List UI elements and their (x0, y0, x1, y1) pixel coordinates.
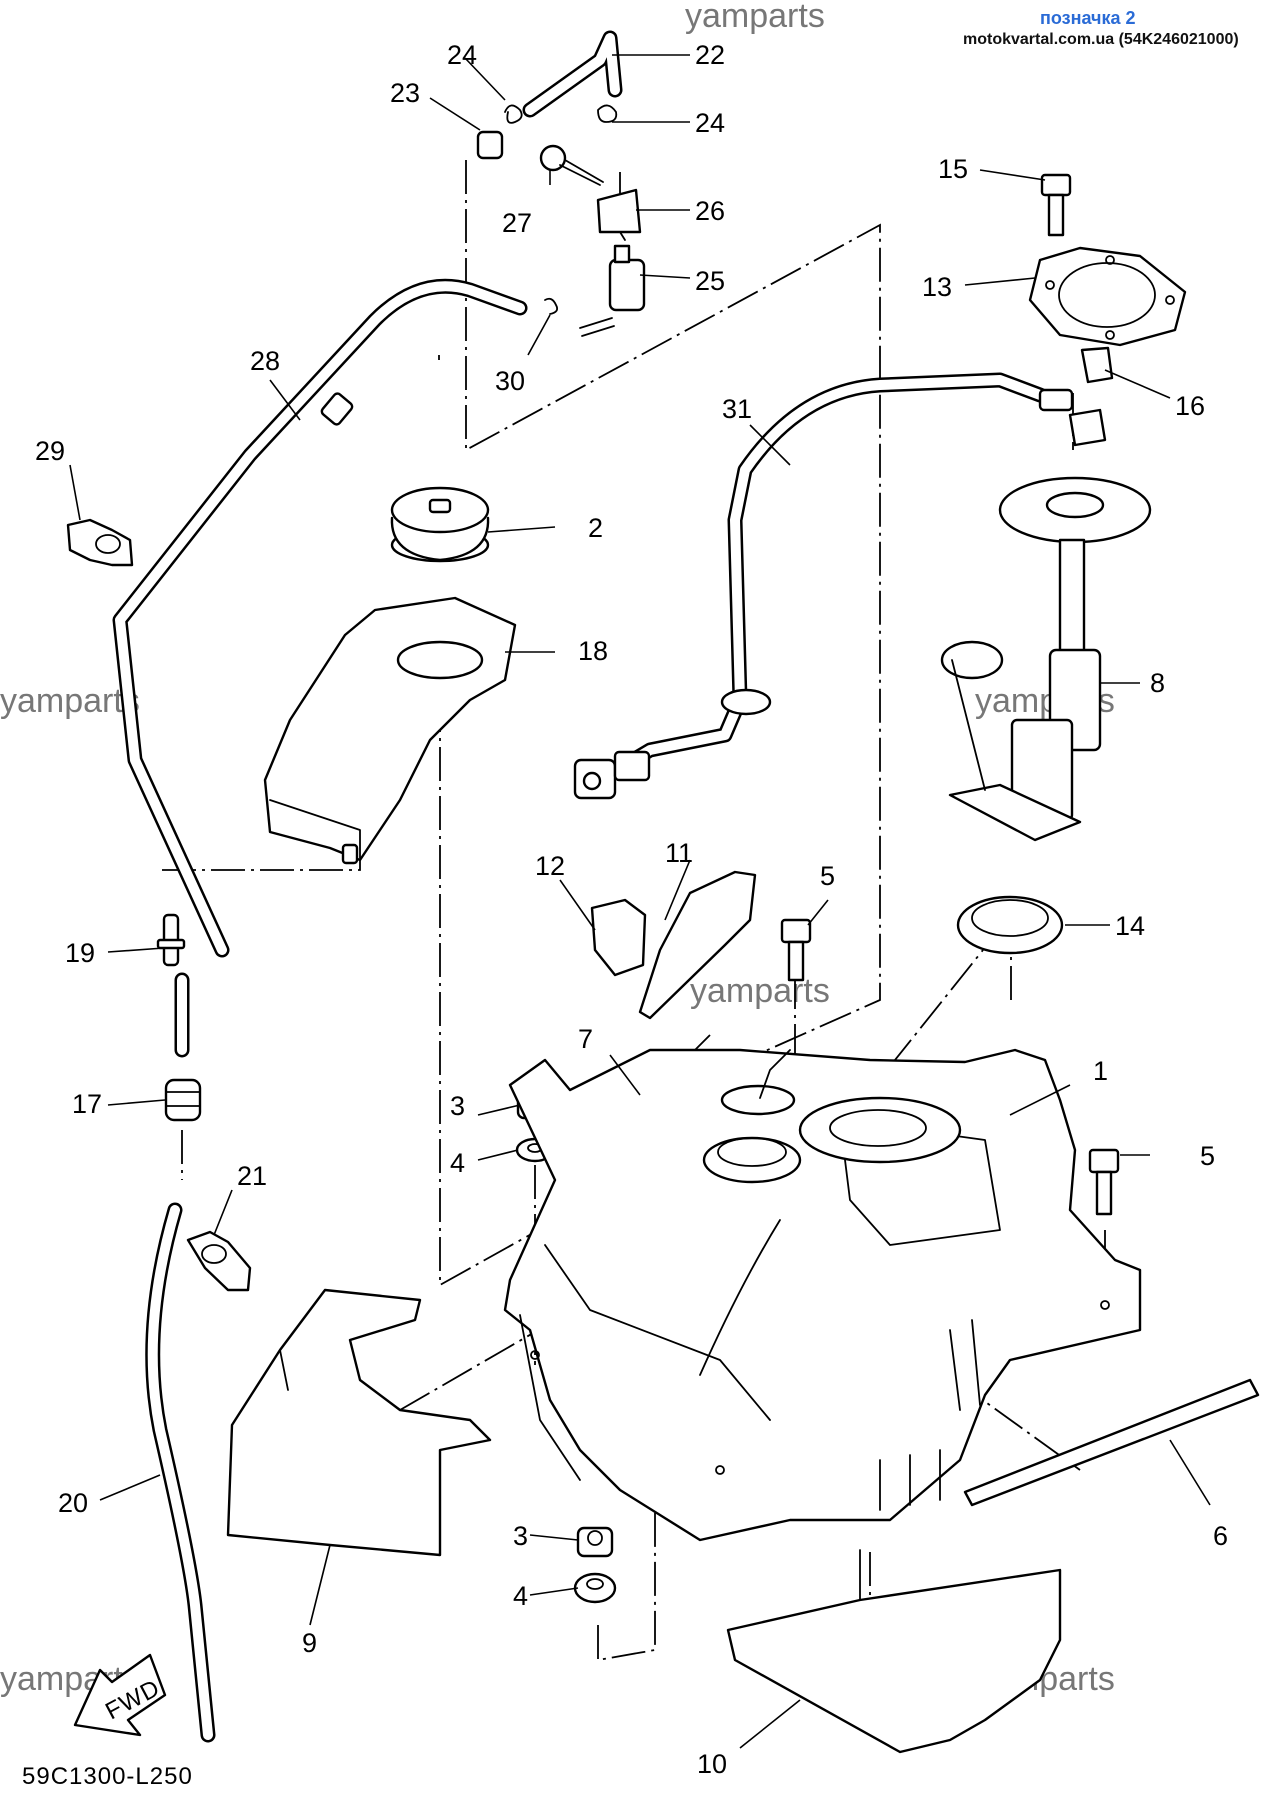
callout-19: 19 (65, 938, 95, 968)
parts-top-cluster (476, 104, 646, 337)
gasket-plate-13 (1028, 246, 1187, 347)
callout-10: 10 (697, 1749, 727, 1779)
clip-12 (590, 898, 647, 977)
joint-19 (156, 913, 186, 967)
callout-11: 11 (665, 838, 693, 868)
fuel-tank-1 (503, 1048, 1142, 1542)
damper-11 (638, 870, 757, 1020)
callout-3: 3 (513, 1521, 528, 1551)
clip-24b (597, 104, 618, 123)
fitting-23 (476, 130, 504, 160)
callout-9: 9 (302, 1628, 317, 1658)
holder-26 (596, 188, 642, 234)
connector-16 (1068, 346, 1114, 447)
callout-7: 7 (578, 1024, 593, 1054)
callout-6: 6 (1213, 1521, 1228, 1551)
strip-6 (963, 1378, 1260, 1507)
callout-18: 18 (578, 636, 608, 666)
fuel-hose-31 (573, 372, 1074, 800)
side-cover-9 (226, 1288, 492, 1557)
clamp-21 (186, 1230, 252, 1292)
watermark: yamparts (690, 972, 830, 1010)
callout-25: 25 (695, 266, 725, 296)
callout-14: 14 (1115, 911, 1145, 941)
callout-15: 15 (938, 154, 968, 184)
grommet-17 (164, 1078, 202, 1122)
callout-16: 16 (1175, 391, 1205, 421)
vent-hose-22 (522, 30, 623, 118)
callout-13: 13 (922, 272, 952, 302)
tank-cover-18 (263, 596, 517, 865)
callout-24: 24 (447, 40, 477, 70)
filler-cap-2 (390, 486, 490, 563)
callout-22: 22 (695, 40, 725, 70)
watermark: yamparts (0, 682, 140, 720)
fuel-pump-assembly-8 (940, 476, 1152, 842)
callout-8: 8 (1150, 668, 1165, 698)
header-site-code: motokvartal.com.ua (54K246021000) (963, 31, 1239, 48)
retainer-ring-14 (956, 895, 1064, 955)
clip-30 (544, 297, 559, 315)
header-label: позначка 2 (1040, 8, 1136, 28)
bolt-5-right (1088, 1148, 1120, 1216)
callout-5: 5 (1200, 1141, 1215, 1171)
nut-3-lower (576, 1526, 614, 1558)
valve-25 (608, 258, 646, 312)
clamp-29 (66, 518, 134, 567)
bolt-5-upper (780, 918, 812, 982)
clip-24a (504, 104, 523, 124)
callout-26: 26 (695, 196, 725, 226)
callout-leaders (69, 54, 1211, 1749)
callout-4: 4 (513, 1581, 528, 1611)
washer-4-lower (573, 1572, 617, 1604)
diagram-code: 59C1300-L250 (22, 1763, 193, 1790)
vent-hose-28 (112, 278, 528, 958)
callout-31: 31 (722, 394, 752, 424)
callout-17: 17 (72, 1089, 102, 1119)
callout-30: 30 (495, 366, 525, 396)
under-cover-10 (726, 1549, 1062, 1754)
callout-12: 12 (535, 851, 565, 881)
callout-29: 29 (35, 436, 65, 466)
callout-24: 24 (695, 108, 725, 138)
callout-3: 3 (450, 1091, 465, 1121)
drain-hose-20 (145, 972, 216, 1743)
callout-28: 28 (250, 346, 280, 376)
callout-4: 4 (450, 1148, 465, 1178)
callout-20: 20 (58, 1488, 88, 1518)
callout-5: 5 (820, 861, 835, 891)
callout-23: 23 (390, 78, 420, 108)
watermark: yamparts (685, 0, 825, 35)
screw-27 (539, 144, 567, 172)
callout-2: 2 (588, 513, 603, 543)
callout-27: 27 (502, 208, 532, 238)
callout-1: 1 (1093, 1056, 1108, 1086)
callout-numbers: 24 23 22 24 26 27 25 30 28 29 2 18 31 15… (35, 40, 1228, 1779)
callout-21: 21 (237, 1161, 267, 1191)
bolt-15 (1040, 173, 1072, 237)
